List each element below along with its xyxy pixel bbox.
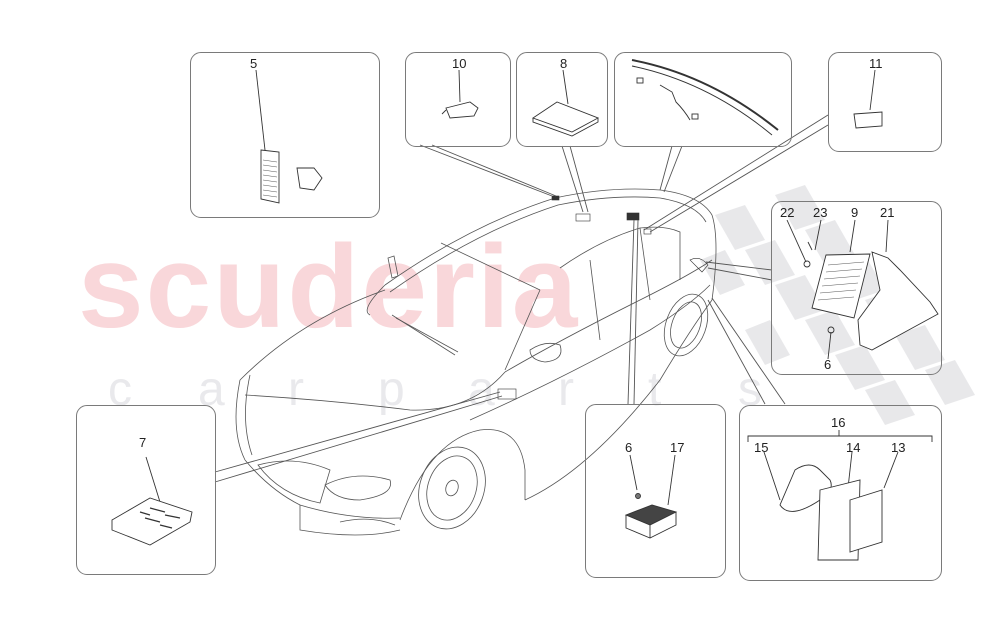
watermark-letter: t	[648, 363, 662, 416]
callout-box-10	[405, 52, 511, 147]
callout-box-antenna-strip	[614, 52, 792, 147]
watermark-letter: p	[378, 363, 405, 416]
watermark-letter: c	[108, 363, 132, 416]
label-13: 13	[891, 440, 906, 455]
callout-box-16	[739, 405, 942, 581]
callout-box-5	[190, 52, 380, 218]
label-17: 17	[670, 440, 685, 455]
label-5: 5	[250, 56, 258, 71]
callout-box-17	[585, 404, 726, 578]
label-22: 22	[780, 205, 795, 220]
label-9: 9	[851, 205, 859, 220]
label-16: 16	[831, 415, 846, 430]
label-14: 14	[846, 440, 861, 455]
callout-box-11	[828, 52, 942, 152]
label-21: 21	[880, 205, 895, 220]
label-8: 8	[560, 56, 568, 71]
label-6-amplifier: 6	[824, 357, 832, 372]
callout-box-7	[76, 405, 216, 575]
watermark-scuderia: scuderia	[78, 221, 580, 353]
label-15: 15	[754, 440, 769, 455]
label-6-module: 6	[625, 440, 633, 455]
label-10: 10	[452, 56, 467, 71]
watermark-letter: a	[468, 363, 495, 416]
callout-box-8	[516, 52, 608, 147]
label-11: 11	[869, 56, 883, 71]
label-7: 7	[139, 435, 147, 450]
watermark-letter: r	[288, 363, 304, 416]
label-23: 23	[813, 205, 828, 220]
callout-box-9	[771, 201, 942, 375]
